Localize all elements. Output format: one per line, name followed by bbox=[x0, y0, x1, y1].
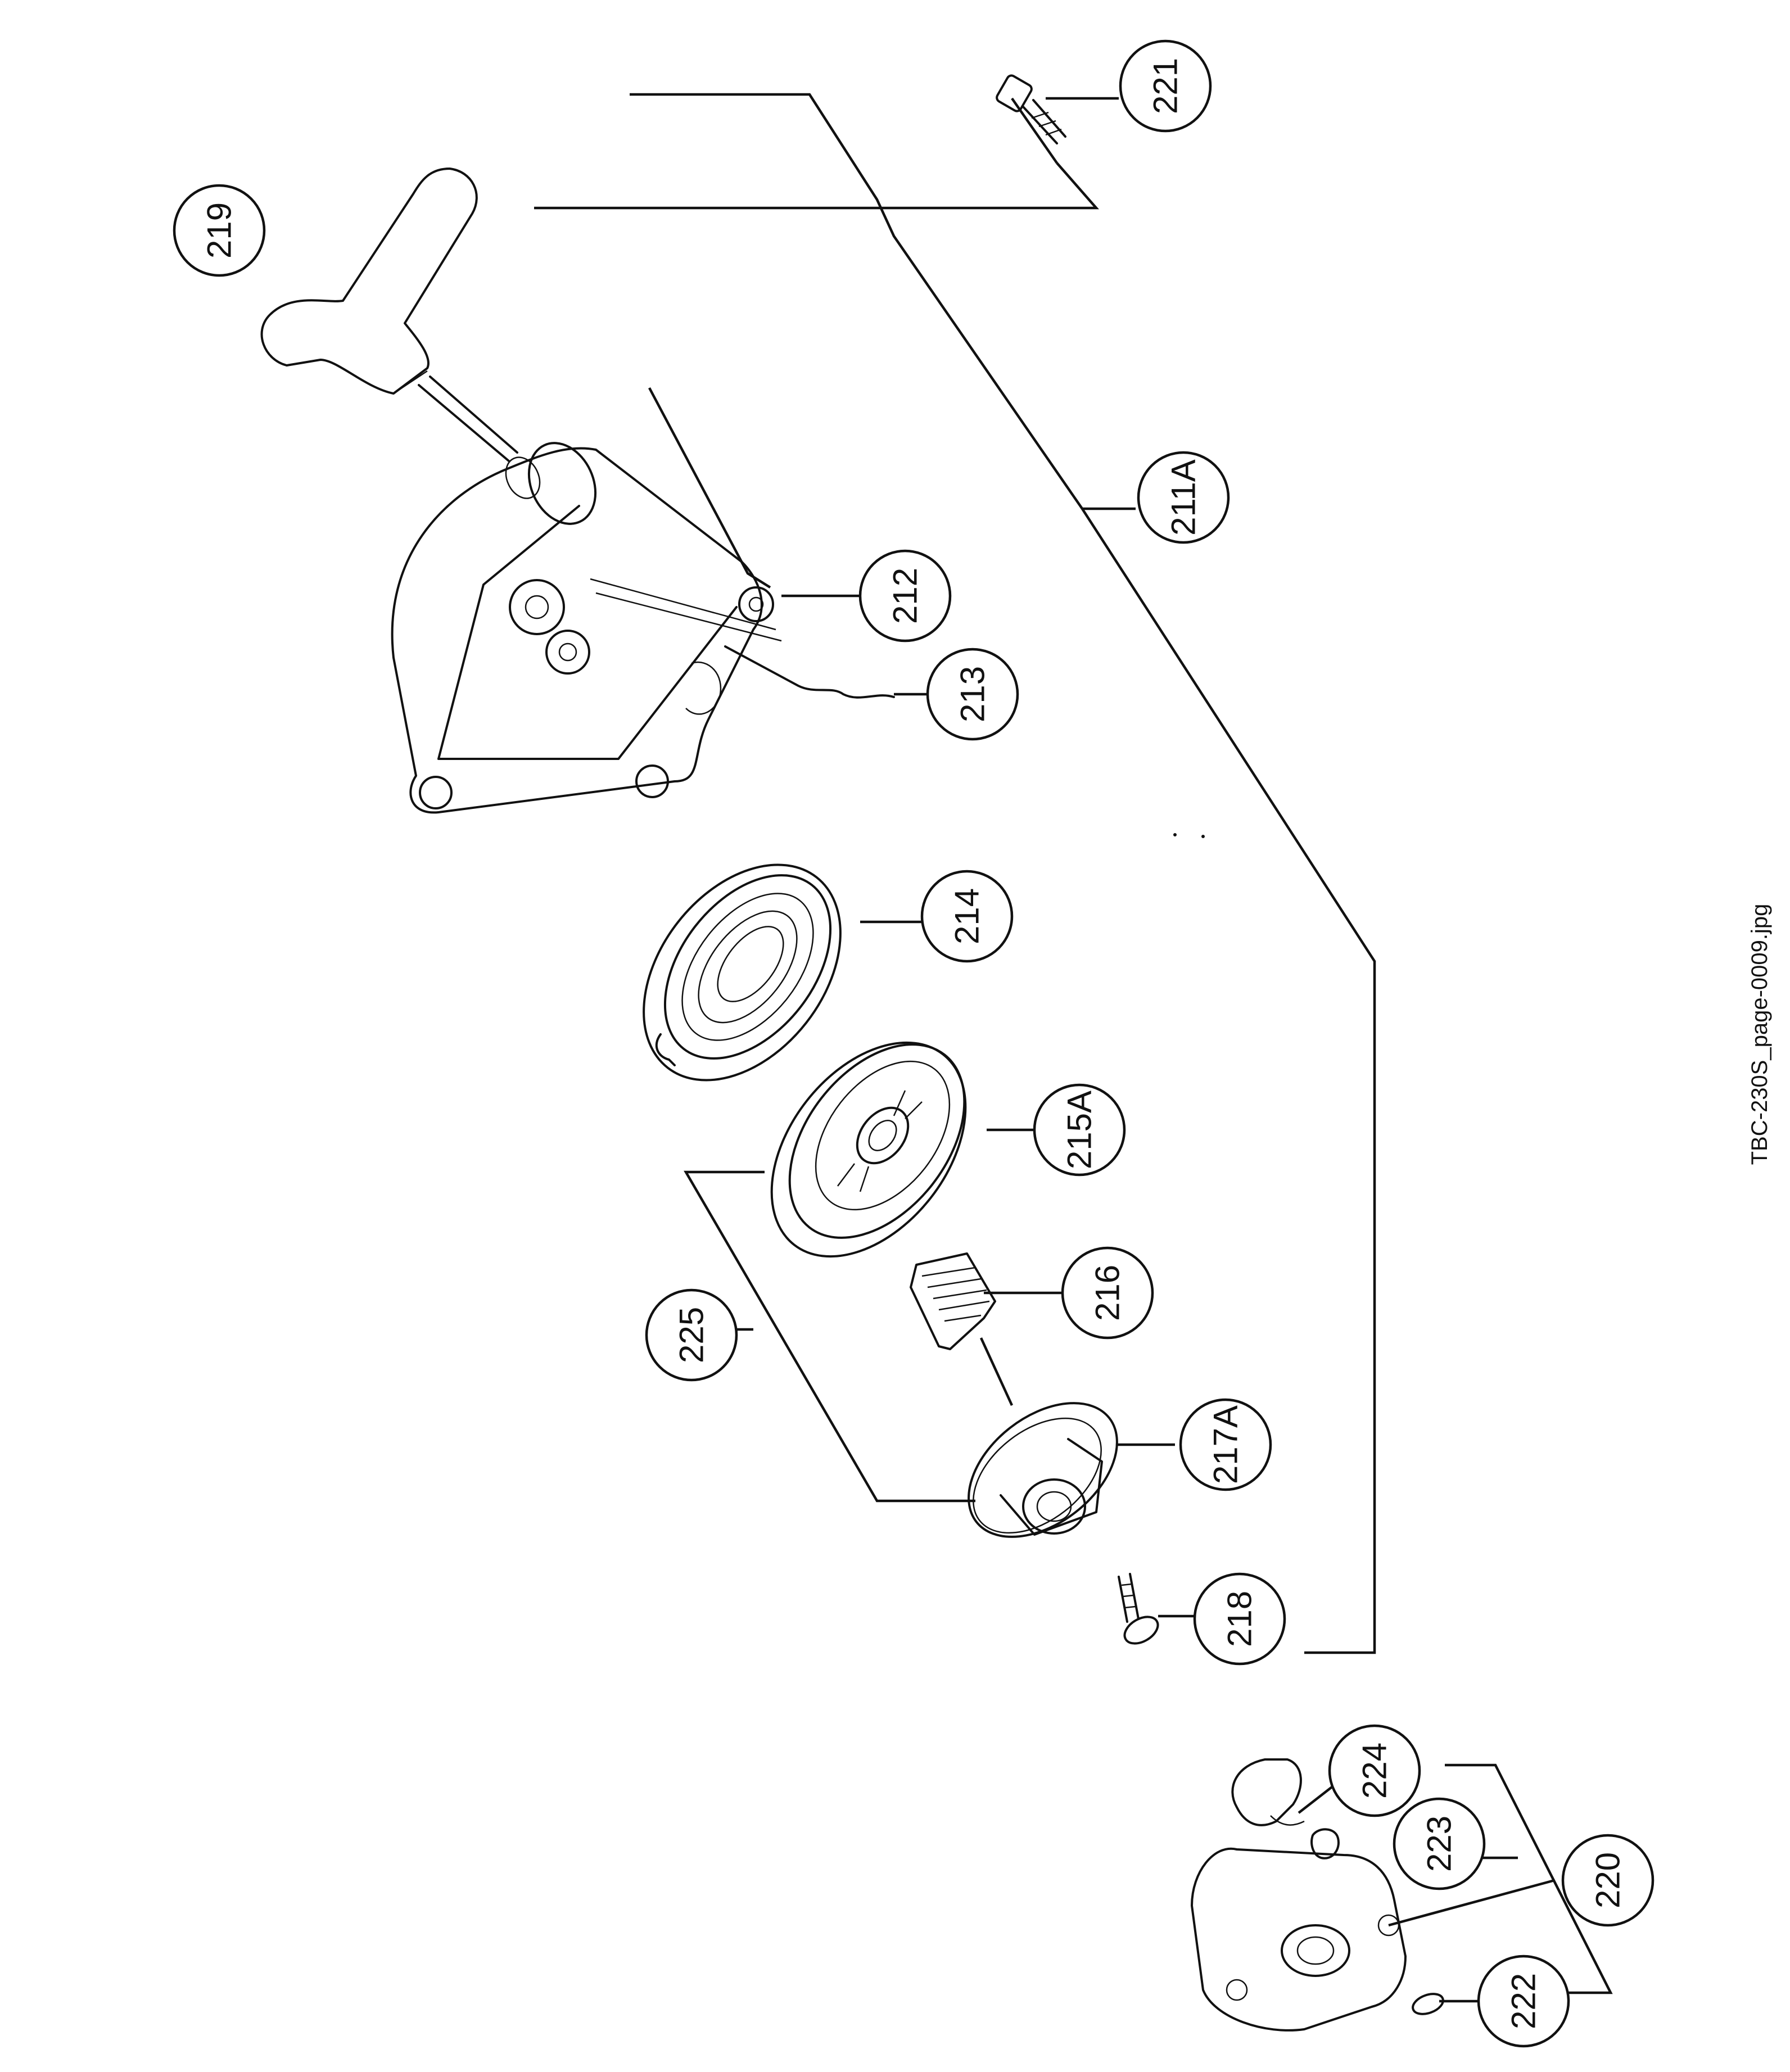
callout-221-label: 221 bbox=[1147, 58, 1185, 114]
leader-221 bbox=[1011, 97, 1058, 164]
part-218-screw bbox=[1118, 1573, 1159, 1645]
callout-221: 221 bbox=[1119, 39, 1212, 133]
callout-211A: 211A bbox=[1137, 451, 1230, 544]
callout-213-label: 213 bbox=[954, 666, 992, 722]
callout-216: 216 bbox=[1061, 1246, 1154, 1340]
leader-221-bracket bbox=[534, 162, 1099, 210]
leader-216-stem bbox=[979, 1337, 1014, 1406]
callout-214: 214 bbox=[920, 870, 1014, 963]
callout-214-label: 214 bbox=[948, 888, 986, 944]
part-215A-pulley bbox=[770, 1041, 967, 1258]
part-221-screw bbox=[996, 74, 1066, 144]
callouts: 221 219 211A 212 213 214 215A 216 bbox=[173, 39, 1655, 2048]
callout-225: 225 bbox=[645, 1288, 738, 1382]
callout-223: 223 bbox=[1393, 1797, 1486, 1890]
callout-213: 213 bbox=[926, 648, 1019, 741]
callout-225-label: 225 bbox=[673, 1307, 711, 1363]
callout-220-label: 220 bbox=[1589, 1852, 1627, 1908]
callout-215A-label: 215A bbox=[1061, 1091, 1099, 1169]
part-220-assembly bbox=[1191, 1758, 1444, 2032]
callout-218: 218 bbox=[1193, 1572, 1286, 1666]
callout-215A: 215A bbox=[1033, 1083, 1126, 1177]
callout-217A: 217A bbox=[1179, 1398, 1272, 1491]
callout-216-label: 216 bbox=[1089, 1265, 1127, 1321]
leader-212-bracket bbox=[648, 387, 771, 589]
part-212-housing bbox=[391, 442, 782, 814]
part-213-wire bbox=[724, 645, 895, 699]
callout-217A-label: 217A bbox=[1207, 1405, 1245, 1484]
callout-223-label: 223 bbox=[1421, 1816, 1458, 1872]
callout-224-label: 224 bbox=[1356, 1743, 1394, 1799]
leader-211A-bracket bbox=[630, 93, 1376, 1654]
part-214-spring bbox=[643, 863, 842, 1082]
filename-caption: TBC-230S_page-0009.jpg bbox=[1747, 904, 1772, 1165]
part-217A-drum bbox=[968, 1402, 1118, 1538]
leader-225-bracket bbox=[684, 1170, 975, 1503]
callout-222-label: 222 bbox=[1505, 1973, 1543, 2029]
callout-222: 222 bbox=[1477, 1955, 1570, 2048]
callout-219-label: 219 bbox=[201, 202, 238, 259]
callout-224: 224 bbox=[1328, 1724, 1421, 1817]
callout-212: 212 bbox=[858, 549, 952, 643]
part-219-handle bbox=[260, 168, 518, 462]
callout-219: 219 bbox=[173, 184, 266, 277]
leader-220-branch bbox=[1388, 1879, 1555, 1927]
stray-marks bbox=[1173, 833, 1205, 838]
leader-lines bbox=[534, 93, 1613, 2003]
callout-220: 220 bbox=[1561, 1834, 1655, 1927]
callout-218-label: 218 bbox=[1221, 1591, 1259, 1647]
callout-211A-label: 211A bbox=[1165, 459, 1203, 536]
callout-212-label: 212 bbox=[887, 568, 924, 624]
part-216-ratchet bbox=[910, 1252, 996, 1350]
